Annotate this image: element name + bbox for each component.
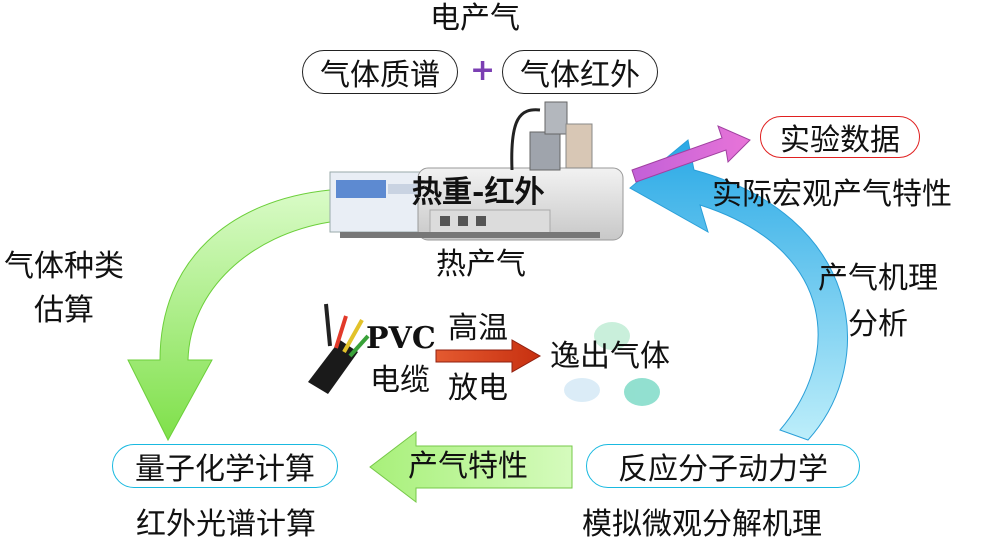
pvc-label: PVC — [366, 321, 436, 356]
ir-spectrum-calc-label: 红外光谱计算 — [136, 507, 316, 542]
gas-type-label-line2: 估算 — [34, 293, 94, 328]
mass-spec-pill: 气体质谱 — [302, 50, 458, 94]
discharge-label: 放电 — [448, 371, 508, 406]
electric-gas-label: 电产气 — [430, 1, 520, 36]
released-gas-label: 逸出气体 — [550, 339, 670, 374]
heat-arrow — [435, 339, 542, 373]
gas-clouds-image — [564, 322, 660, 406]
left-curved-arrow — [127, 189, 331, 442]
reactive-md-pill: 反应分子动力学 — [586, 444, 860, 488]
gas-type-label-line1: 气体种类 — [4, 249, 124, 284]
gas-ir-pill: 气体红外 — [502, 50, 658, 94]
high-temp-label: 高温 — [448, 311, 508, 346]
macro-gas-characteristic-label: 实际宏观产气特性 — [712, 177, 952, 212]
thermal-gas-label: 热产气 — [436, 247, 526, 282]
data-arrow — [631, 125, 751, 183]
plus-sign: + — [470, 53, 496, 88]
mechanism-label-line2: 分析 — [848, 307, 908, 342]
experiment-data-pill: 实验数据 — [760, 116, 920, 158]
mechanism-label-line1: 产气机理 — [818, 261, 938, 296]
tg-ir-label: 热重-红外 — [412, 175, 545, 210]
gas-property-label: 产气特性 — [408, 449, 528, 484]
tg-ir-instrument — [329, 101, 624, 241]
pvc-cable-image — [308, 303, 370, 394]
property-arrow — [369, 430, 573, 504]
quantum-chem-pill: 量子化学计算 — [112, 444, 338, 488]
cable-label: 电缆 — [370, 363, 430, 398]
micro-decomposition-label: 模拟微观分解机理 — [582, 507, 822, 542]
